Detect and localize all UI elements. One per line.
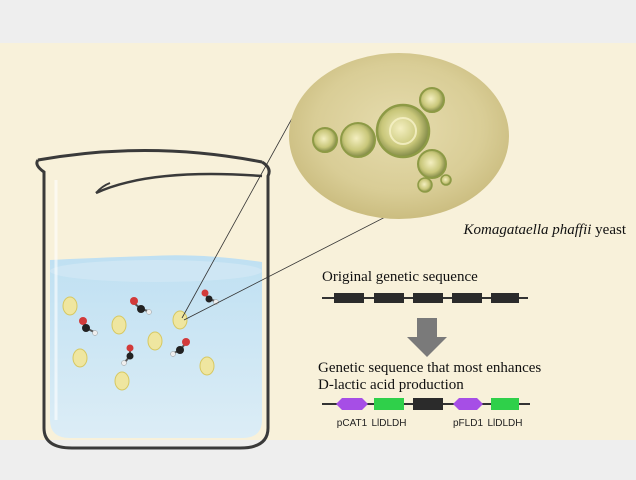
beaker-spout	[95, 172, 263, 195]
yeast-cell	[114, 371, 130, 391]
molecule	[170, 338, 190, 357]
gene-label-lldldh-1: LlDLDH	[371, 418, 406, 429]
molecule	[121, 344, 134, 366]
yeast-cell	[62, 296, 78, 316]
promoter-pcat1	[336, 398, 368, 410]
gene-lldldh-2	[491, 398, 519, 410]
species-suffix: yeast	[591, 222, 626, 238]
gene-block-native	[413, 398, 443, 410]
gene-block	[413, 293, 443, 303]
yeast-cell	[147, 331, 163, 351]
yeast-cluster	[312, 87, 452, 193]
beaker-rim	[37, 149, 263, 164]
yeast-cell	[72, 348, 88, 368]
promoter-pfld1	[453, 398, 483, 410]
original-sequence	[322, 293, 528, 303]
enhanced-label-line2: D-lactic acid production	[318, 377, 464, 393]
gene-lldldh-1	[374, 398, 404, 410]
yeast-cell	[199, 356, 215, 376]
gene-label-pcat1: pCAT1	[337, 418, 368, 429]
micrograph	[289, 53, 509, 219]
beaker-outline	[35, 159, 271, 450]
species-name: Komagataella phaffii	[463, 222, 592, 238]
down-arrow-icon	[407, 318, 447, 357]
original-sequence-label: Original genetic sequence	[322, 269, 478, 285]
yeast-cell	[111, 315, 127, 335]
liquid-surface	[50, 260, 262, 282]
molecules	[79, 289, 219, 366]
gene-block	[374, 293, 404, 303]
yeast-cells	[62, 296, 215, 391]
gene-label-pfld1: pFLD1	[453, 418, 483, 429]
zoom-lines	[181, 112, 396, 321]
gene-label-lldldh-2: LlDLDH	[487, 418, 522, 429]
gene-block	[491, 293, 519, 303]
yeast-cell	[172, 310, 188, 330]
molecule	[79, 317, 98, 336]
enhanced-label-line1: Genetic sequence that most enhances	[318, 360, 541, 376]
enhanced-sequence	[322, 398, 530, 410]
gene-block	[452, 293, 482, 303]
molecule	[130, 297, 152, 315]
gene-block	[334, 293, 364, 303]
species-caption: Komagataella phaffii yeast	[463, 222, 627, 238]
